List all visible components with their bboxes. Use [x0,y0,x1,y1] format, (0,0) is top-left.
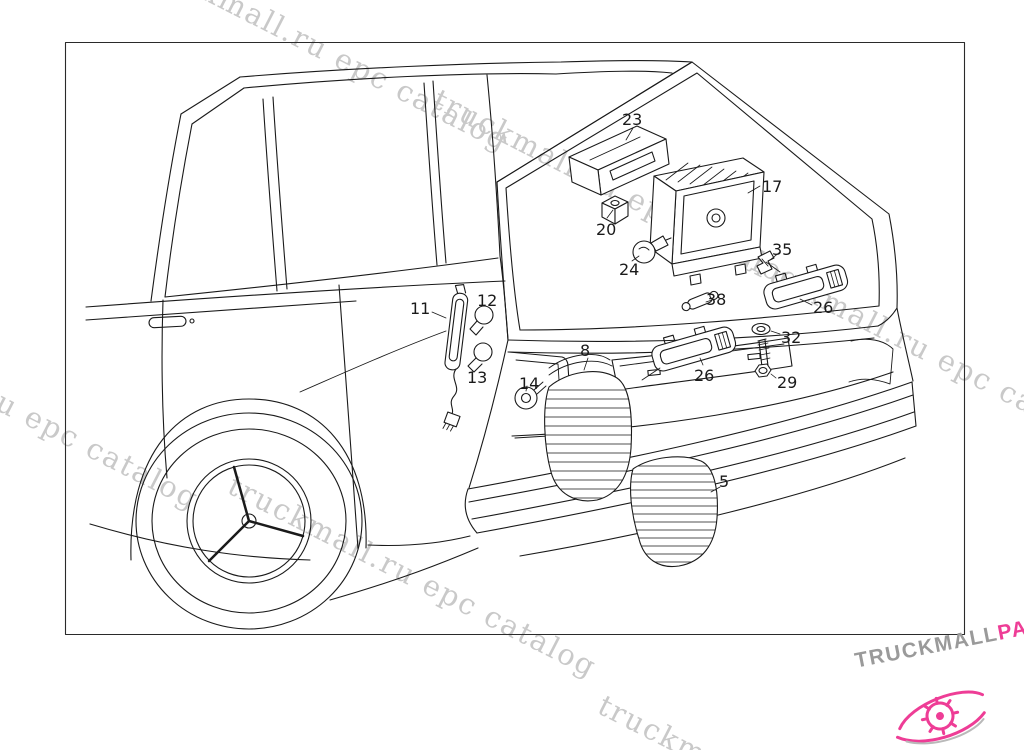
part-26-license-lamp-left [651,325,737,372]
part-12-bulb [469,305,494,336]
part-label-38[interactable]: 38 [706,290,727,309]
part-13-bulb [467,342,493,373]
part-label-20[interactable]: 20 [596,220,617,239]
wire [450,368,458,417]
part-8-tail-lamp-lens [544,354,632,502]
part-29-nut [754,363,772,378]
part-20-bulb-socket [601,195,629,225]
part-35-clip [756,250,775,275]
leader-lines [431,127,813,493]
part-label-24[interactable]: 24 [619,260,640,279]
diagram-frame [64,41,966,636]
part-38-festoon-bulb [681,290,719,312]
part-23-interior-lamp [568,125,670,196]
part-24-bulb [632,235,672,264]
part-label-8[interactable]: 8 [580,341,591,360]
part-label-23[interactable]: 23 [622,110,643,129]
mercedes-star-icon [207,465,305,563]
part-label-32[interactable]: 32 [781,328,802,347]
part-label-35[interactable]: 35 [772,240,793,259]
part-5-lower-lens [630,456,718,568]
part-label-11[interactable]: 11 [410,299,431,318]
part-11-lamp-strip [442,284,469,432]
part-label-13[interactable]: 13 [467,368,488,387]
part-label-26-right[interactable]: 26 [813,298,834,317]
part-14-socket [514,381,547,410]
part-label-17[interactable]: 17 [762,177,783,196]
wheel-assembly [135,412,363,630]
part-17-tail-lamp-housing [649,157,765,286]
part-26-license-lamp-right [763,263,849,310]
exploded-parts [442,125,849,568]
part-label-5[interactable]: 5 [719,472,730,491]
part-label-12[interactable]: 12 [477,291,498,310]
gear-swoosh-icon [896,690,986,745]
part-label-14[interactable]: 14 [519,374,540,393]
part-label-26-left[interactable]: 26 [694,366,715,385]
part-label-29[interactable]: 29 [777,373,798,392]
